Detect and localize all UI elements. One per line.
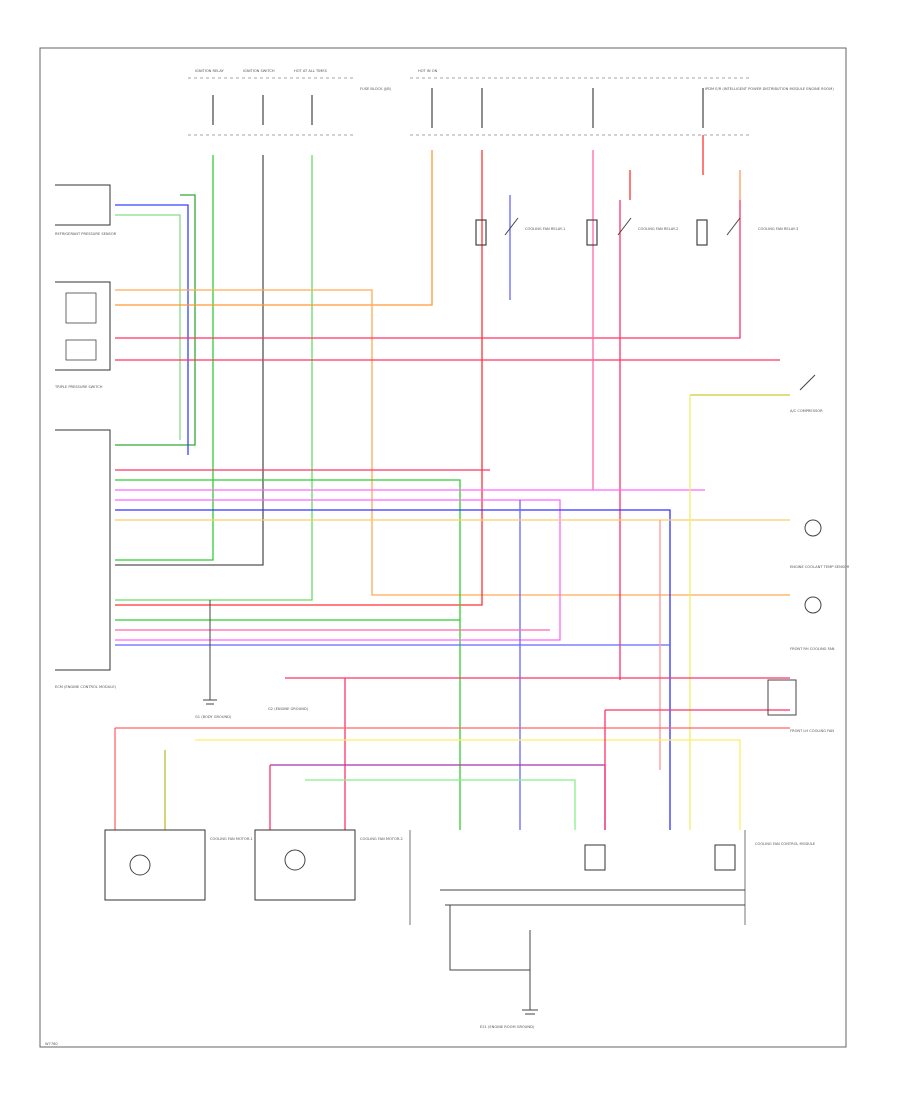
- relays: COOLING FAN RELAY-1 COOLING FAN RELAY-2 …: [475, 217, 798, 246]
- wire-black-1: [115, 155, 264, 566]
- relay-2-label: COOLING FAN RELAY-2: [638, 227, 678, 231]
- ground-3-label: E21 (ENGINE ROOM GROUND): [480, 1025, 535, 1029]
- front-rh-fan-label: FRONT RH COOLING FAN: [790, 647, 835, 651]
- fuse-label-3: HOT AT ALL TIMES: [294, 69, 328, 73]
- fuse-label-1: IGNITION RELAY: [195, 69, 225, 73]
- motor-2-label: COOLING FAN MOTOR-2: [360, 837, 403, 841]
- wire-red-bus: [115, 200, 741, 339]
- triple-switch-box: [55, 281, 111, 371]
- fuse-box-label: FUSE BLOCK (J/B): [360, 87, 392, 91]
- ecm-box: [55, 429, 111, 671]
- wire-blue-2: [115, 509, 671, 830]
- figure-code: W7760: [45, 1042, 58, 1046]
- fuse-label-2: IGNITION SWITCH: [243, 69, 275, 73]
- ground-2-label: G2 (ENGINE GROUND): [268, 707, 309, 711]
- left-components: REFRIGERANT PRESSURE SENSOR TRIPLE PRESS…: [54, 184, 117, 689]
- front-lh-fan-label: FRONT LH COOLING FAN: [790, 729, 834, 733]
- relay-3-label: COOLING FAN RELAY-3: [758, 227, 798, 231]
- wire-magenta-2: [115, 499, 561, 641]
- ipdm-label: IPDM E/R (INTELLIGENT POWER DISTRIBUTION…: [705, 87, 834, 91]
- wire-orange-2: [115, 289, 790, 596]
- triple-switch-label: TRIPLE PRESSURE SWITCH: [54, 385, 103, 389]
- wire-ltgreen: [115, 214, 181, 440]
- fuse-labels: IGNITION RELAY IGNITION SWITCH HOT AT AL…: [195, 69, 834, 91]
- wire-green-1: [115, 155, 214, 561]
- wire-green-2: [115, 155, 313, 601]
- wire-ltgreen-2: [305, 779, 576, 830]
- wire-orange-1: [115, 150, 433, 306]
- wires: [114, 135, 790, 830]
- right-components: A/C COMPRESSOR ENGINE COOLANT TEMP SENSO…: [767, 374, 850, 733]
- wire-green-3: [115, 194, 196, 446]
- ecm-label: ECM (ENGINE CONTROL MODULE): [55, 685, 117, 689]
- bottom-components: COOLING FAN MOTOR-1 COOLING FAN MOTOR-2 …: [104, 829, 816, 1010]
- ground-1-label: G1 (BODY GROUND): [195, 715, 232, 719]
- wire-green-4: [115, 479, 461, 830]
- ac-compressor-label: A/C COMPRESSOR: [790, 409, 823, 413]
- wire-purple: [270, 764, 606, 830]
- fan-control-module-label: COOLING FAN CONTROL MODULE: [755, 842, 816, 846]
- wire-blue-1: [115, 204, 189, 455]
- grounds: G1 (BODY GROUND) G2 (ENGINE GROUND) E21 …: [195, 600, 538, 1029]
- fuse-symbols: [212, 88, 704, 128]
- motor-1-label: COOLING FAN MOTOR-1: [210, 837, 253, 841]
- coolant-sensor-label: ENGINE COOLANT TEMP SENSOR: [790, 565, 850, 569]
- wire-yellow-3: [195, 739, 741, 830]
- wire-red-3: [115, 150, 483, 606]
- fuse-label-4: HOT IN ON: [418, 69, 438, 73]
- relay-1-label: COOLING FAN RELAY-1: [525, 227, 565, 231]
- refrigerant-sensor-label: REFRIGERANT PRESSURE SENSOR: [55, 232, 117, 236]
- diagram-frame: [39, 47, 847, 1048]
- refrigerant-sensor-box: [55, 184, 111, 226]
